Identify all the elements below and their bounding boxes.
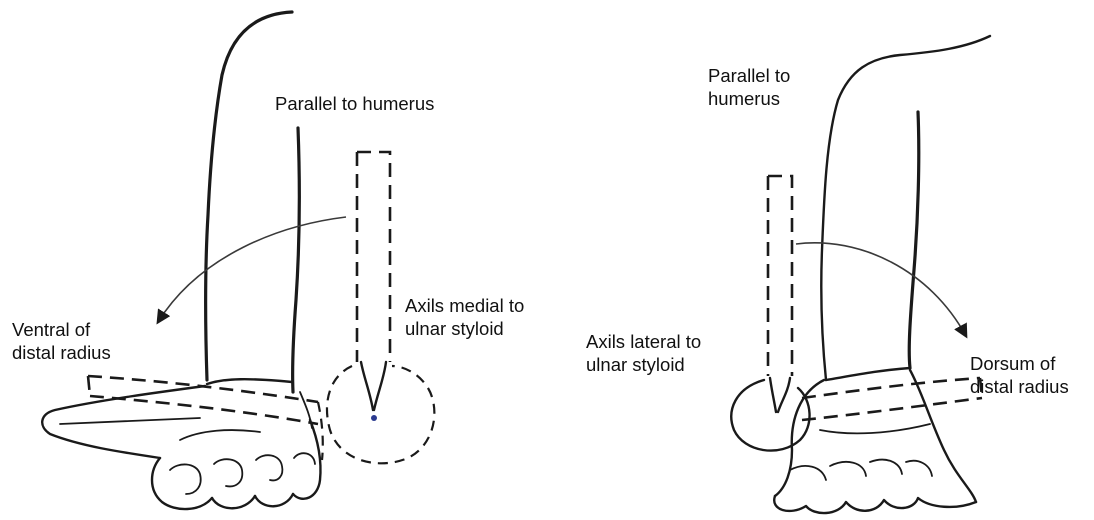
right-label-parallel-humerus: Parallel to humerus bbox=[708, 64, 790, 110]
left-pivot-dot bbox=[371, 415, 377, 421]
right-label-dorsum: Dorsum of distal radius bbox=[970, 352, 1069, 398]
right-goniometer bbox=[731, 176, 982, 451]
left-label-ventral: Ventral of distal radius bbox=[12, 318, 111, 364]
left-goniometer bbox=[88, 152, 434, 463]
left-forearm-drawing bbox=[42, 12, 320, 509]
right-label-axis-lateral: Axils lateral to ulnar styloid bbox=[586, 330, 701, 376]
left-label-axis-medial: Axils medial to ulnar styloid bbox=[405, 294, 524, 340]
right-forearm-drawing bbox=[774, 36, 990, 513]
left-label-parallel-humerus: Parallel to humerus bbox=[275, 92, 434, 115]
left-rotation-arrow bbox=[158, 217, 346, 322]
